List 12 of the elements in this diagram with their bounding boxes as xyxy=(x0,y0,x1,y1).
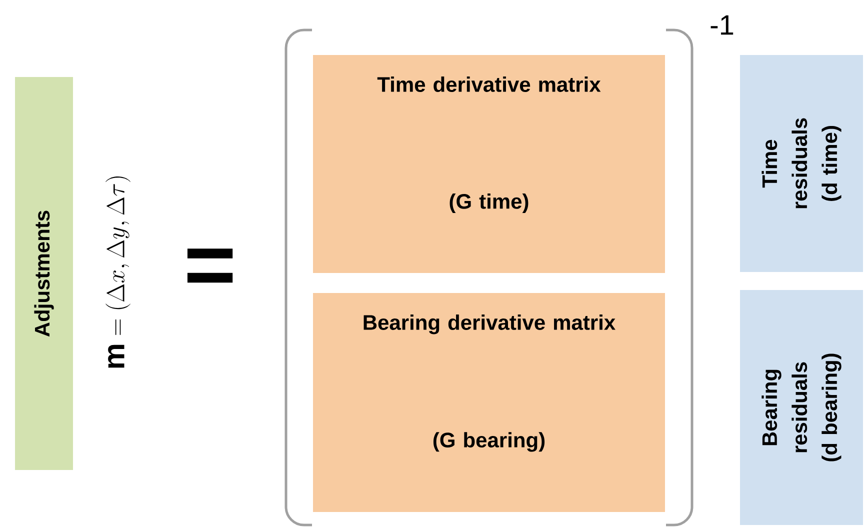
text-box: Adjustments xyxy=(15,77,73,470)
box-text: Bearing derivative matrix xyxy=(364,314,616,334)
formula: $\mathbf{m} = (\Delta x, \Delta y, \Delta \tau)$ xyxy=(106,176,130,368)
text-box: Time residuals (d time) xyxy=(740,55,863,272)
exponent: -1 xyxy=(710,15,734,35)
box-text: (G time) xyxy=(450,193,528,214)
box-text: Time derivative matrix xyxy=(377,76,601,92)
matrix-box xyxy=(313,55,665,273)
equals-sign: = xyxy=(187,248,233,283)
text-box: Bearing residuals (d bearing) xyxy=(740,290,863,525)
matrix-box xyxy=(313,293,665,512)
box-text: (G bearing) xyxy=(433,432,545,452)
